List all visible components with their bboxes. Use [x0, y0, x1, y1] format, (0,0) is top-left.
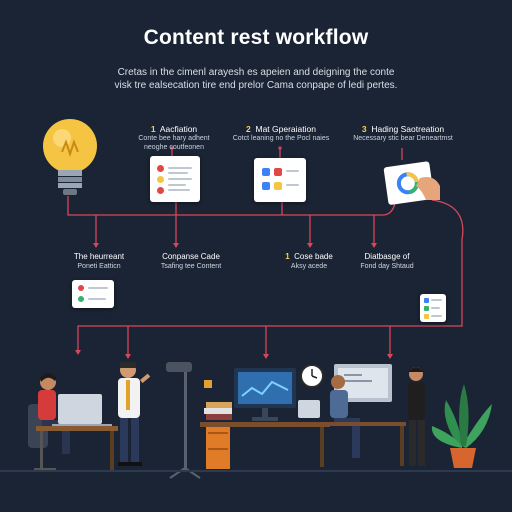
plant-icon [431, 384, 492, 468]
form-card-icon [420, 294, 446, 322]
top-step-1-title-text: Aacfiation [159, 124, 198, 134]
person-standing-2-illustration [408, 367, 425, 466]
person-seated-illustration [322, 364, 406, 466]
mid-step-2-sub: Tsafing tee Content [160, 263, 222, 270]
person-laptop-illustration [28, 373, 118, 471]
desk-monitor-illustration [200, 368, 330, 469]
mid-step-2: Conpanse Cade Tsafing tee Content [146, 252, 236, 271]
hand-tablet-icon [383, 161, 440, 205]
top-step-1-sub-1: Conte bee hary adhent [138, 135, 210, 142]
mid-step-1-sub: Poneti Eatticn [77, 263, 121, 270]
mid-step-4-sub: Fond day Shtaud [360, 263, 414, 270]
mid-step-3-num: 1 [285, 252, 290, 261]
top-step-3-sub-1: Necessary stic bear Deneartmst [353, 135, 453, 142]
page-title: Content rest workflow [143, 26, 369, 49]
mid-step-3-sub: Aksy acede [290, 263, 328, 270]
top-step-1-title: 1 Aacfiation [126, 124, 222, 134]
studio-lamp-illustration [166, 362, 201, 479]
top-step-3-title-text: Hading Saotreation [371, 124, 445, 134]
top-step-2-title: 2 Mat Gperaiation [226, 124, 336, 134]
top-step-1-sub-2: neoghe coutfeonen [144, 144, 204, 151]
mid-step-3: 1 Cose bade Aksy acede [272, 252, 346, 271]
mid-step-3-title: 1 Cose bade [272, 252, 346, 262]
top-step-3-title: 3 Hading Saotreation [348, 124, 458, 134]
checklist-card-icon [72, 280, 114, 308]
mid-step-4: Diatbasge of Fond day Shtaud [346, 252, 428, 271]
top-step-2: 2 Mat Gperaiation Cotct leaning no the P… [226, 124, 336, 143]
person-standing-illustration [118, 362, 151, 466]
office-scene [28, 362, 492, 479]
intro-text: Cretas in the cimenl arayesh es apeien a… [70, 66, 442, 92]
intro-line-1: Cretas in the cimenl arayesh es apeien a… [117, 67, 395, 78]
top-step-1: 1 Aacfiation Conte bee hary adhent neogh… [126, 124, 222, 152]
intro-line-2: visk tre ealsecation tire end prelor Cam… [114, 80, 398, 91]
clock-icon [300, 364, 324, 388]
top-step-2-sub-1: Cotct leaning no the Pocl naies [232, 135, 330, 142]
top-step-2-title-text: Mat Gperaiation [255, 124, 316, 134]
top-step-1-num: 1 [150, 124, 156, 134]
top-step-3: 3 Hading Saotreation Necessary stic bear… [348, 124, 458, 143]
mid-step-4-title: Diatbasge of [364, 252, 410, 261]
mid-step-3-title-text: Cose bade [294, 252, 333, 261]
top-step-3-num: 3 [361, 124, 367, 134]
mid-step-2-title: Conpanse Cade [162, 252, 220, 261]
app-card-icon [254, 158, 306, 202]
lightbulb-icon [43, 119, 97, 195]
book-stack-illustration [204, 380, 232, 420]
top-step-2-num: 2 [246, 124, 251, 134]
mid-step-1: The heurreant Poneti Eatticn [58, 252, 140, 271]
mid-step-1-title: The heurreant [73, 252, 125, 261]
document-card-icon [150, 156, 200, 202]
floor-line [0, 470, 512, 472]
